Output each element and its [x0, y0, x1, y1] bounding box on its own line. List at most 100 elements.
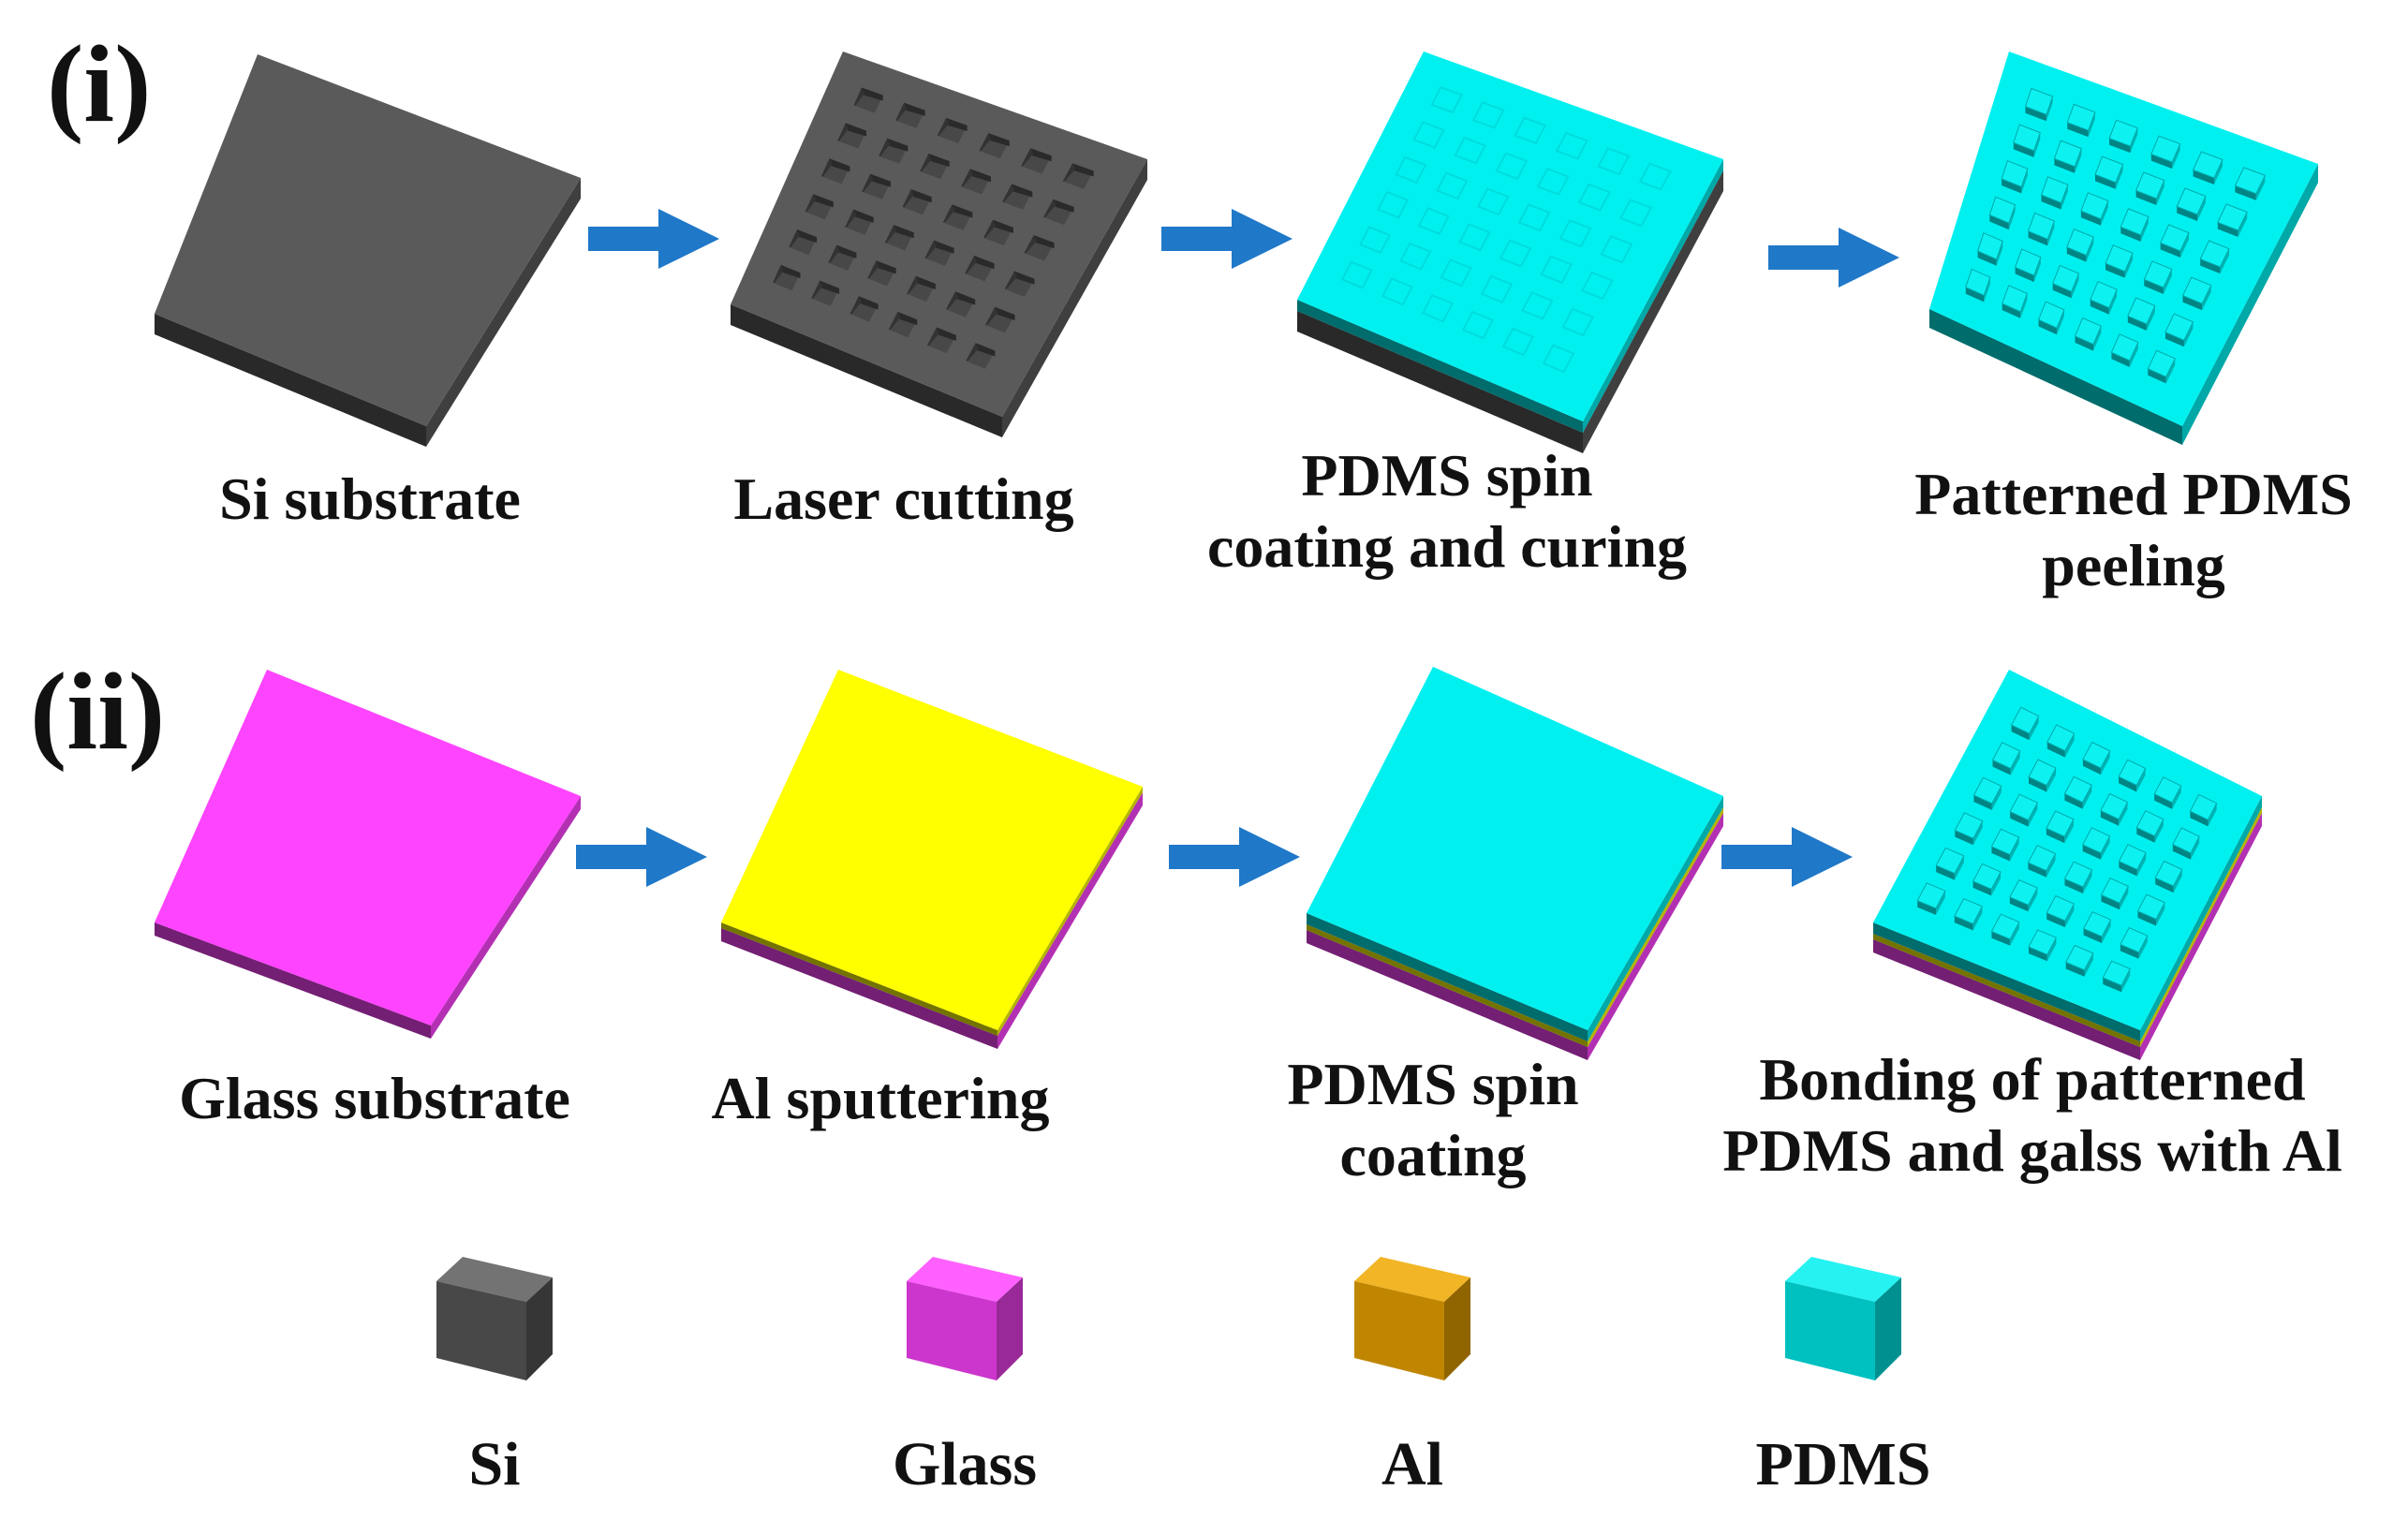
- top-face-al: [721, 670, 1143, 1030]
- bump-side: [2150, 154, 2173, 170]
- bump-side: [2156, 180, 2164, 205]
- bump-top: [2001, 160, 2029, 188]
- faint-mark: [1542, 344, 1575, 374]
- faint-mark: [1476, 187, 1510, 216]
- bump-side: [2172, 844, 2191, 860]
- side-right-pdms: [1583, 159, 1723, 433]
- bump-side: [2011, 725, 2030, 741]
- bump-top: [2164, 313, 2194, 341]
- hole-wall: [1072, 163, 1094, 177]
- cube-top: [1785, 1257, 1901, 1302]
- bump-side: [2010, 922, 2019, 946]
- bump-side: [2103, 978, 2122, 993]
- hole-wall: [879, 138, 891, 156]
- hole-wall: [862, 173, 874, 192]
- bump-top: [2234, 167, 2267, 195]
- hole-wall: [894, 225, 914, 239]
- bump-side: [2066, 247, 2087, 262]
- side-left-pdms: [1873, 922, 2140, 1041]
- faint-mark: [1417, 207, 1451, 235]
- bump-side: [2146, 305, 2155, 331]
- bump-side: [2046, 742, 2065, 758]
- bump-side: [2102, 920, 2111, 943]
- bump-top: [2172, 827, 2200, 854]
- bump-top: [2127, 297, 2156, 325]
- faint-mark: [1561, 307, 1595, 337]
- hole-wall: [937, 327, 956, 341]
- side-right-pdms: [2182, 164, 2318, 445]
- bump-top: [2100, 877, 2130, 904]
- bump-side: [2082, 759, 2101, 775]
- bump-top: [2013, 124, 2041, 152]
- bump-side: [2172, 143, 2180, 170]
- faint-mark: [1436, 171, 1469, 200]
- cube-top: [1354, 1257, 1470, 1302]
- hole-wall: [805, 194, 817, 213]
- bump-side: [1991, 931, 2011, 946]
- side-right-si: [426, 178, 581, 447]
- side-left-glass: [1307, 930, 1588, 1060]
- hole-wall: [920, 154, 932, 171]
- hole-wall: [853, 87, 865, 106]
- bump-side: [2124, 253, 2134, 278]
- bump-top: [2153, 776, 2182, 804]
- bump-side: [1991, 872, 2002, 896]
- bump-side: [2119, 861, 2137, 877]
- bump-side: [2148, 368, 2166, 384]
- bump-side: [1984, 277, 1990, 303]
- bump-top: [2118, 759, 2147, 787]
- bump-side: [2208, 803, 2217, 827]
- bump-top: [2082, 741, 2111, 769]
- side-right-al: [2140, 807, 2262, 1047]
- bump-top: [2150, 135, 2181, 163]
- hole-wall: [1043, 199, 1056, 217]
- bump-side: [2190, 811, 2209, 827]
- bump-side: [2046, 828, 2065, 844]
- bump-top: [2082, 910, 2112, 937]
- bump-side: [2061, 184, 2068, 210]
- bump-side: [2135, 190, 2157, 205]
- bump-top: [2074, 317, 2103, 346]
- hole-wall: [928, 154, 950, 168]
- bump-top: [2108, 119, 2138, 147]
- bump-side: [2119, 776, 2137, 792]
- bump-side: [2165, 358, 2176, 384]
- legend-cube-glass: [907, 1257, 1023, 1380]
- bump-top: [2052, 264, 2080, 293]
- bump-side: [2064, 819, 2074, 844]
- bump-side: [2038, 319, 2058, 335]
- bump-side: [2065, 962, 2085, 977]
- faint-mark: [1517, 203, 1551, 232]
- bump-top: [2160, 224, 2190, 252]
- hole-wall: [1012, 184, 1033, 198]
- bump-side: [2109, 138, 2131, 154]
- bump-side: [2177, 206, 2197, 221]
- bump-top: [2176, 187, 2207, 215]
- bump-top: [2063, 861, 2093, 888]
- faint-mark: [1600, 235, 1633, 264]
- top-face-pdms: [1307, 667, 1723, 1030]
- bump-side: [2033, 257, 2041, 283]
- hole-wall: [993, 219, 1013, 233]
- bump-top: [2024, 87, 2054, 115]
- cube-left: [1785, 1281, 1875, 1380]
- bump-side: [2083, 928, 2103, 943]
- faint-mark: [1597, 147, 1631, 176]
- bump-side: [2144, 279, 2164, 294]
- bump-side: [2179, 232, 2189, 258]
- legend-label-al: Al: [1381, 1430, 1443, 1498]
- step-label-patterned-pdms-peeling: Patterned PDMS peeling: [1914, 461, 2353, 598]
- hole-wall: [773, 264, 784, 283]
- bump-top: [2118, 844, 2147, 871]
- plate-2-1: [155, 670, 581, 1039]
- hole-wall: [983, 219, 997, 238]
- cube-right: [1875, 1277, 1901, 1380]
- hole-wall: [934, 240, 954, 254]
- bump-top: [2192, 151, 2223, 179]
- faint-mark: [1381, 277, 1413, 306]
- bump-side: [2160, 243, 2180, 258]
- plate-2-4: [1873, 670, 2262, 1060]
- hole-wall: [876, 260, 896, 274]
- bump-top: [2028, 929, 2058, 955]
